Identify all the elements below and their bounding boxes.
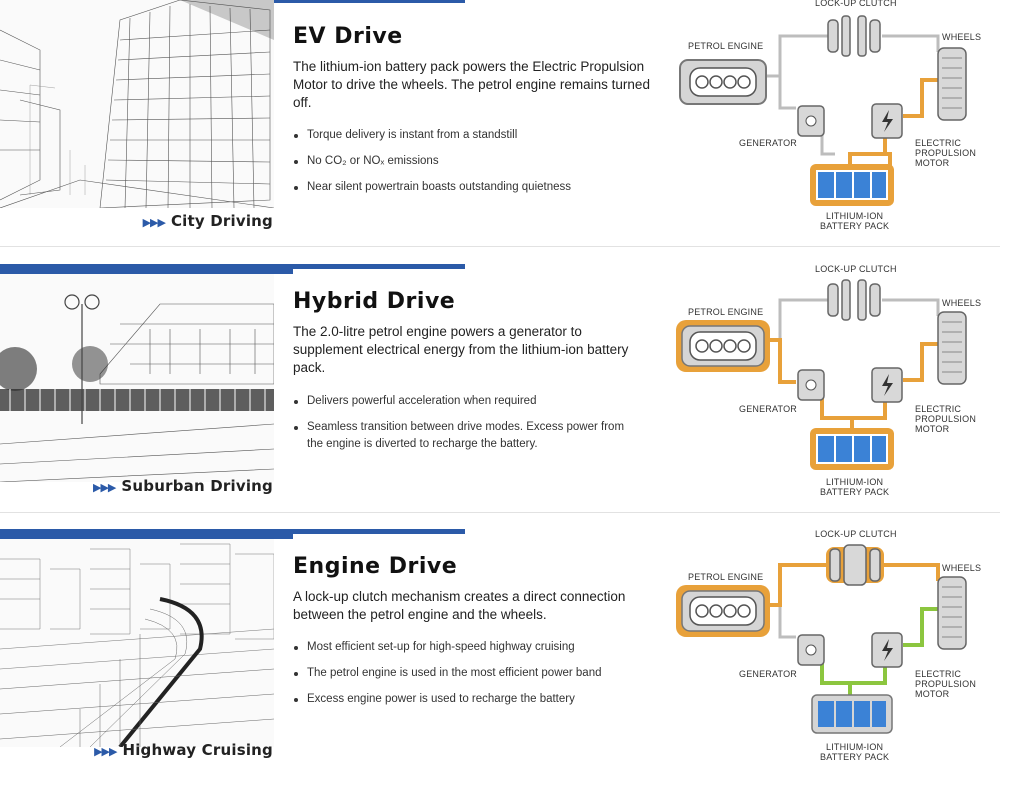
engine-label: PETROL ENGINE <box>688 307 764 317</box>
electric-motor-icon <box>871 367 903 403</box>
hybrid-drive-section: ▶▶▶Suburban Driving Hybrid Drive The 2.0… <box>0 264 1035 529</box>
lock-up-clutch-icon <box>827 279 881 321</box>
ev-drive-section: ▶▶▶City Driving EV Drive The lithium-ion… <box>0 0 1035 265</box>
wheels-icon <box>937 47 967 121</box>
wheels-label: WHEELS <box>942 298 982 308</box>
section-description: The 2.0-litre petrol engine powers a gen… <box>293 324 629 375</box>
list-item: Torque delivery is instant from a stands… <box>293 127 633 144</box>
electric-motor-icon <box>871 632 903 668</box>
powertrain-diagram: LOCK-UP CLUTCH PETROL ENGINE WHEELS GENE… <box>660 264 1005 519</box>
powertrain-schematic <box>676 544 967 734</box>
feature-list: Delivers powerful acceleration when requ… <box>293 393 633 462</box>
generator-label: GENERATOR <box>739 669 797 679</box>
powertrain-diagram: LOCK-UP CLUTCH PETROL ENGINE WHEELS GENE… <box>660 529 1005 784</box>
photo-caption: ▶▶▶City Driving <box>142 212 273 230</box>
list-item: Near silent powertrain boasts outstandin… <box>293 179 633 196</box>
list-item: Most efficient set-up for high-speed hig… <box>293 639 633 656</box>
lock-up-clutch-icon <box>826 544 884 586</box>
powertrain-diagram: LOCK-UP CLUTCH PETROL ENGINE WHEELS GENE… <box>660 0 1005 255</box>
accent-bar-inner <box>0 529 293 539</box>
city-photo <box>0 0 274 208</box>
triple-arrow-icon: ▶▶▶ <box>93 481 116 494</box>
wheels-label: WHEELS <box>942 32 982 42</box>
wheels-label: WHEELS <box>942 563 982 573</box>
battery-pack-icon <box>811 694 893 734</box>
section-title: Hybrid Drive <box>293 289 456 314</box>
generator-icon <box>797 634 825 666</box>
generator-label: GENERATOR <box>739 404 797 414</box>
section-title: Engine Drive <box>293 554 458 579</box>
powertrain-schematic <box>676 279 967 470</box>
battery-pack-icon <box>810 428 894 470</box>
petrol-engine-icon <box>679 59 767 105</box>
section-divider <box>0 246 1000 247</box>
list-item: Excess engine power is used to recharge … <box>293 691 633 708</box>
powertrain-schematic <box>679 15 967 206</box>
list-item: Seamless transition between drive modes.… <box>293 419 633 453</box>
feature-list: Torque delivery is instant from a stands… <box>293 127 633 205</box>
electric-motor-icon <box>871 103 903 139</box>
photo-caption: ▶▶▶Suburban Driving <box>93 477 273 495</box>
list-item: No CO₂ or NOₓ emissions <box>293 153 633 170</box>
engine-drive-section: ▶▶▶Highway Cruising Engine Drive A lock-… <box>0 529 1035 794</box>
generator-icon <box>797 369 825 401</box>
wheels-icon <box>937 311 967 385</box>
accent-bar-inner <box>0 264 293 274</box>
generator-icon <box>797 105 825 137</box>
highway-photo <box>0 539 274 747</box>
photo-caption: ▶▶▶Highway Cruising <box>94 741 273 759</box>
wheels-icon <box>937 576 967 650</box>
engine-label: PETROL ENGINE <box>688 572 764 582</box>
clutch-label: LOCK-UP CLUTCH <box>815 264 897 274</box>
list-item: The petrol engine is used in the most ef… <box>293 665 633 682</box>
triple-arrow-icon: ▶▶▶ <box>94 745 117 758</box>
engine-label: PETROL ENGINE <box>688 41 764 51</box>
clutch-label: LOCK-UP CLUTCH <box>815 0 897 8</box>
triple-arrow-icon: ▶▶▶ <box>142 216 166 229</box>
section-divider <box>0 512 1000 513</box>
section-description: The lithium-ion battery pack powers the … <box>293 59 650 110</box>
list-item: Delivers powerful acceleration when requ… <box>293 393 633 410</box>
section-title: EV Drive <box>293 24 403 49</box>
battery-pack-icon <box>810 164 894 206</box>
suburban-photo <box>0 274 274 482</box>
clutch-label: LOCK-UP CLUTCH <box>815 529 897 539</box>
feature-list: Most efficient set-up for high-speed hig… <box>293 639 633 717</box>
petrol-engine-icon <box>676 585 770 637</box>
section-description: A lock-up clutch mechanism creates a dir… <box>293 589 626 622</box>
petrol-engine-icon <box>676 320 770 372</box>
lock-up-clutch-icon <box>827 15 881 57</box>
generator-label: GENERATOR <box>739 138 797 148</box>
